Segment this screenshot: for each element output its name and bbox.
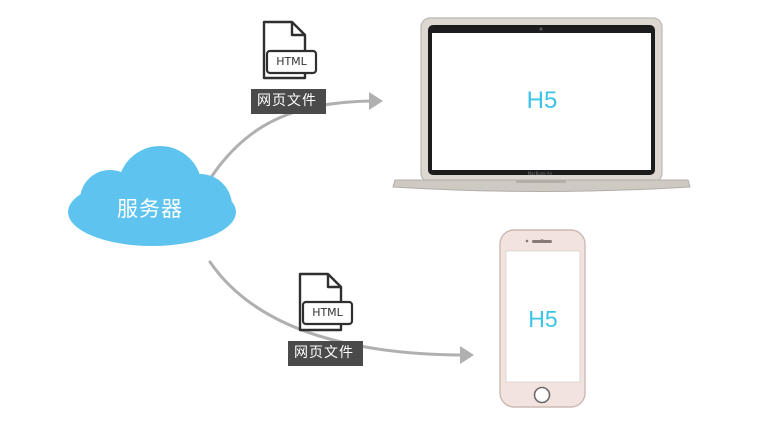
html-tag-bottom: HTML xyxy=(312,306,343,319)
html-tag-top: HTML xyxy=(276,55,307,68)
arrow-to-laptop xyxy=(210,99,374,178)
arrow-head-phone xyxy=(460,346,474,364)
laptop-brand: MacBook Air xyxy=(527,171,553,176)
phone-screen-text: H5 xyxy=(528,306,558,332)
web-file-label-top: 网页文件 xyxy=(251,89,326,114)
web-file-label-bottom: 网页文件 xyxy=(288,341,363,366)
server-label: 服务器 xyxy=(117,197,183,221)
arrow-head-laptop xyxy=(369,92,383,110)
server-cloud-icon xyxy=(68,146,236,246)
html-file-icon-top xyxy=(262,20,318,80)
laptop-device xyxy=(392,17,691,192)
laptop-screen-text: H5 xyxy=(526,87,558,114)
phone-device xyxy=(499,229,586,408)
html-file-icon-bottom xyxy=(298,272,354,332)
